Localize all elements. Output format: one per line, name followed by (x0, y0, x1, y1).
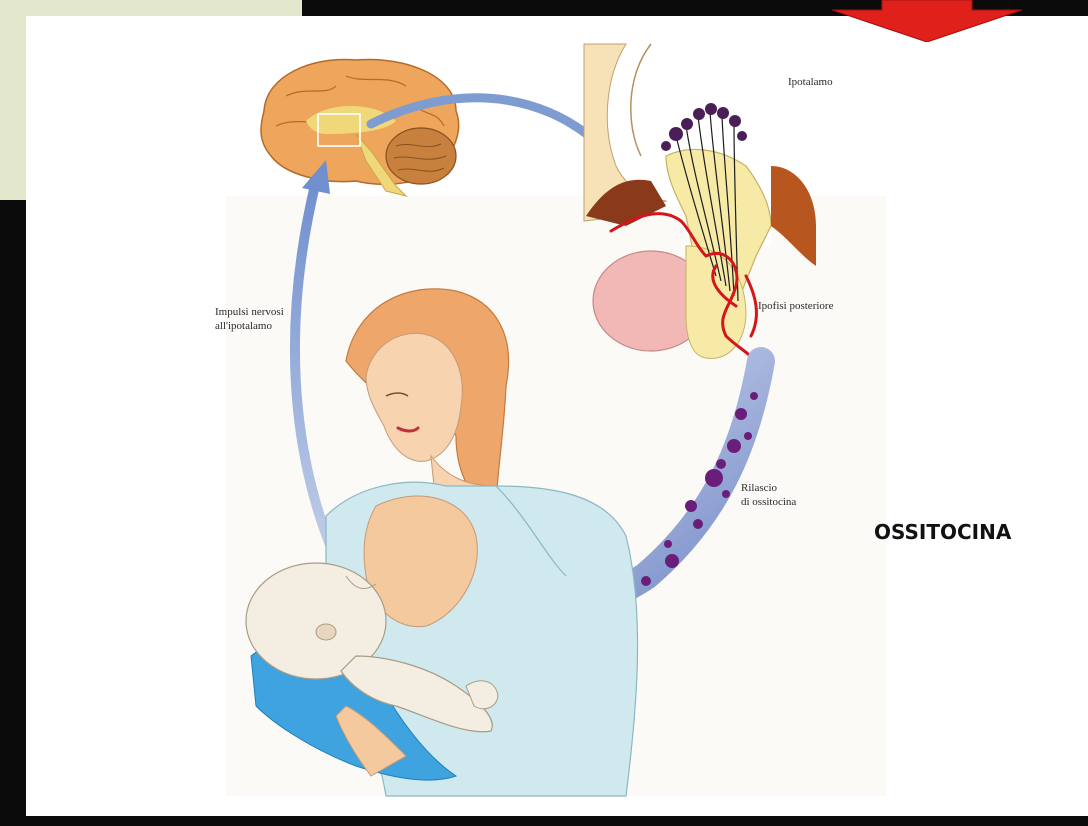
red-down-arrow (832, 0, 1022, 42)
slide-canvas: Ipotalamo Ipofisi posteriore Impulsi ner… (26, 16, 1088, 816)
oxytocin-reflex-diagram (26, 16, 1088, 816)
label-nerve-impulses-line1: Impulsi nervosi (215, 306, 284, 319)
label-nerve-impulses-line2: all'ipotalamo (215, 320, 272, 333)
label-posterior-pituitary: Ipofisi posteriore (758, 300, 833, 313)
slide-title-ossitocina: OSSITOCINA (874, 520, 1011, 544)
brain-illustration (261, 59, 459, 196)
label-hypothalamus: Ipotalamo (788, 76, 833, 89)
label-oxytocin-release-line1: Rilascio (741, 482, 777, 495)
label-oxytocin-release-line2: di ossitocina (741, 496, 796, 509)
